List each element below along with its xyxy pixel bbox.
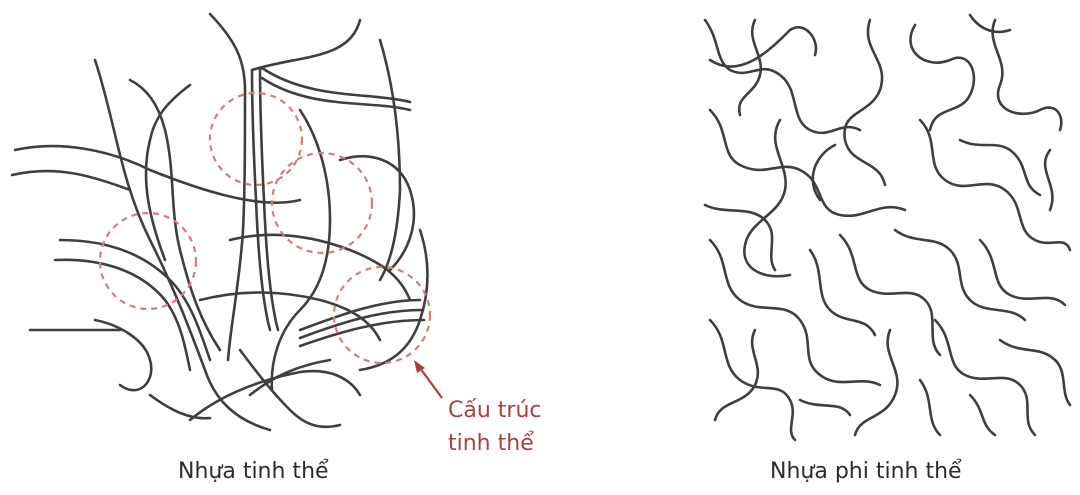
polymer-chain — [800, 400, 850, 415]
polymer-chain — [710, 27, 816, 66]
polymer-chains — [705, 15, 1070, 440]
polymer-chain — [1045, 150, 1052, 210]
polymer-chain — [810, 250, 875, 335]
polymer-chain — [60, 240, 210, 360]
caption-amorphous: Nhựa phi tinh thể — [770, 459, 962, 484]
polymer-chain — [200, 293, 380, 341]
amorphous-plastic-panel: Nhựa phi tinh thể — [540, 0, 1080, 495]
arrow-line — [420, 368, 442, 398]
polymer-chain — [715, 330, 758, 420]
polymer-chain — [210, 14, 245, 360]
polymer-chain — [910, 25, 973, 130]
annotation-label-line2: tinh thể — [448, 428, 534, 460]
annotation-label-line1: Cấu trúc — [448, 395, 542, 427]
annotation-arrow — [414, 360, 442, 398]
crystalline-plastic-panel: Cấu trúc tinh thể Nhựa tinh thể — [0, 0, 540, 495]
polymer-chains — [12, 14, 428, 430]
polymer-chain — [980, 240, 1065, 305]
polymer-chain — [146, 85, 190, 260]
crystal-region-circle — [210, 93, 302, 185]
polymer-chain — [150, 395, 210, 418]
polymer-chain — [55, 260, 190, 370]
polymer-chain — [252, 20, 360, 70]
polymer-chain — [993, 20, 1062, 130]
polymer-chain — [1000, 340, 1070, 405]
polymer-chain — [230, 235, 410, 300]
polymer-chain — [744, 120, 790, 276]
polymer-chain — [12, 171, 130, 190]
polymer-chain — [340, 156, 414, 270]
polymer-chain — [705, 205, 775, 270]
polymer-chain — [739, 20, 761, 115]
polymer-chain — [300, 300, 420, 330]
polymer-chain — [895, 230, 1025, 320]
polymer-chain — [920, 120, 1070, 250]
polymer-chain — [970, 15, 1010, 32]
polymer-chain — [15, 146, 300, 203]
polymer-chain — [813, 145, 835, 200]
polymer-chain — [840, 235, 940, 355]
polymer-chain — [935, 320, 1035, 435]
polymer-chain — [920, 380, 940, 435]
amorphous-diagram — [540, 0, 1080, 495]
caption-crystalline: Nhựa tinh thể — [178, 459, 329, 484]
polymer-chain — [970, 395, 995, 435]
polymer-chain — [844, 20, 885, 185]
polymer-chain — [710, 110, 905, 216]
